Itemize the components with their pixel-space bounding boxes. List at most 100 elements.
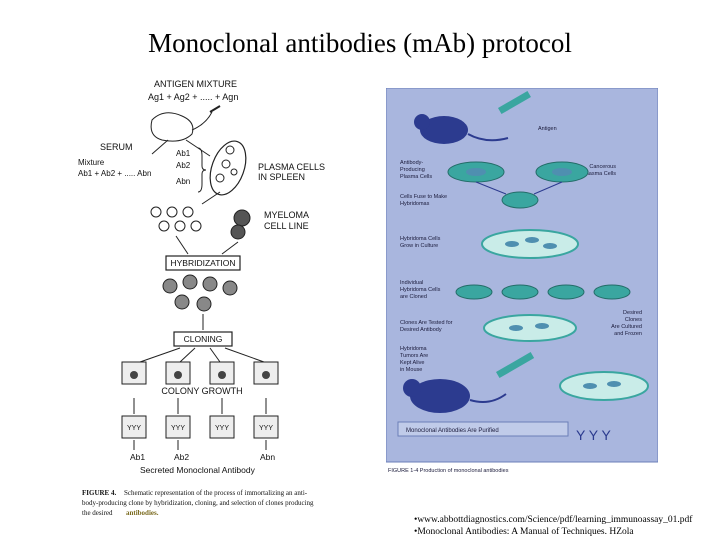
ab2-bottom-label: Ab2 (174, 452, 189, 462)
culture-dish (481, 229, 579, 259)
ab1-bottom-label: Ab1 (130, 452, 145, 462)
hybridoma-cell (525, 237, 539, 243)
hybrid-cell (196, 296, 212, 312)
desired-clones-line-4: and Frozen (614, 331, 642, 337)
hybridization-schematic: ANTIGEN MIXTURE Ag1 + Ag2 + ..... + Agn … (78, 79, 325, 517)
abn-bottom-label: Abn (260, 452, 275, 462)
arrow-to-fusion (533, 181, 563, 195)
tumors-line-1: Hybridoma (400, 346, 428, 352)
arrow-clone-2 (179, 347, 196, 363)
myeloma-cell (230, 224, 246, 240)
reference-1: •www.abbottdiagnostics.com/Science/pdf/l… (414, 515, 693, 525)
hybrid-cell (174, 294, 190, 310)
caption-line-2: body-producing clone by hybridization, c… (82, 499, 314, 507)
hybrid-cell (202, 276, 218, 292)
purified-label: Monoclonal Antibodies Are Purified (406, 428, 499, 434)
cancerous-line-2: Plasma Cells (584, 171, 616, 177)
arrow-myeloma-to-hybrid (221, 241, 239, 255)
frozen-clone (583, 383, 597, 389)
arrow-clone-3 (209, 347, 221, 363)
frozen-clone (607, 381, 621, 387)
spleen (209, 140, 247, 196)
fusion-dish (501, 191, 539, 209)
left-figure: ANTIGEN MIXTURE Ag1 + Ag2 + ..... + Agn … (70, 72, 355, 527)
colony (218, 371, 226, 379)
hybrid-cell (162, 278, 178, 294)
hybridoma-grow-line-2: Grow in Culture (400, 243, 438, 249)
arrow-to-serum (151, 139, 169, 155)
plasma-cell (225, 145, 235, 155)
antibody-terms-label: Ab1 + Ab2 + ..... Abn (78, 169, 151, 178)
arrow-to-fusion (475, 181, 507, 195)
tumors-line-2: Tumors Are (400, 353, 428, 359)
syringe (498, 91, 531, 115)
desired-clones-line-2: Clones (625, 317, 642, 323)
arrow-from-spleen (201, 191, 221, 205)
cloning-box (173, 331, 233, 347)
monoclonal-production-diagram: Antigen Antibody- Producing Plasma Cells… (386, 88, 658, 474)
isolated-cell (190, 220, 202, 232)
arrow-clone-1 (139, 347, 181, 363)
caption-line-3: the desired (82, 509, 113, 517)
colony (174, 371, 182, 379)
hybrid-cell (222, 280, 238, 296)
caption-highlight: antibodies. (126, 509, 159, 517)
ab-item-2: Ab2 (176, 161, 191, 170)
colony (262, 371, 270, 379)
antibody-glyphs: YYY (127, 425, 141, 432)
antibody-glyphs: YYY (259, 425, 273, 432)
isolated-cell (158, 220, 170, 232)
clones-tested-line-1: Clones Are Tested for (400, 320, 453, 326)
isolated-cell (150, 206, 162, 218)
antigen-terms-label: Ag1 + Ag2 + ..... + Agn (148, 92, 238, 102)
clone-dish (501, 284, 539, 300)
individual-line-2: Hybridoma Cells (400, 287, 441, 293)
myeloma-label: MYELOMA (264, 210, 309, 220)
hybridoma-cell (543, 243, 557, 249)
clone-dish (547, 284, 585, 300)
syringe-bottom (496, 352, 535, 379)
tested-clone (509, 325, 523, 331)
brace (197, 147, 207, 193)
page-title: Monoclonal antibodies (mAb) protocol (148, 28, 572, 58)
hybridoma-cell (505, 241, 519, 247)
antibody-producing-line-3: Plasma Cells (400, 174, 432, 180)
antibody-well (121, 415, 147, 439)
isolated-cell (182, 206, 194, 218)
mixture-label: Mixture (78, 158, 105, 167)
cell-line-label: CELL LINE (264, 221, 309, 231)
clone-dish (593, 284, 631, 300)
ab-item-n: Abn (176, 177, 190, 186)
antibody-well (209, 415, 235, 439)
purified-banner (397, 421, 569, 437)
mouse-head (403, 379, 421, 397)
hybridization-label: HYBRIDIZATION (170, 258, 235, 268)
frozen-dish (559, 371, 649, 401)
mouse-bottom (410, 379, 470, 413)
tested-clone (535, 323, 549, 329)
cloning-label: CLONING (184, 334, 223, 344)
myeloma-cell (233, 209, 251, 227)
individual-line-1: Individual (400, 280, 423, 286)
mouse-tail (467, 133, 509, 142)
antibody-glyphs: YYY (171, 425, 185, 432)
mouse-sketch (150, 112, 194, 142)
arrow-cells-to-hybrid (175, 235, 189, 255)
arrow-clone-4 (224, 347, 265, 363)
caption-figure-label: FIGURE 4. (82, 489, 116, 497)
antigen-mixture-label: ANTIGEN MIXTURE (154, 79, 237, 89)
hybridoma-grow-line-1: Hybridoma Cells (400, 236, 441, 242)
individual-line-3: are Cloned (400, 294, 427, 300)
caption-line-1: Schematic representation of the process … (124, 489, 308, 497)
right-figure-caption: FIGURE 1-4 Production of monoclonal anti… (388, 468, 509, 474)
clones-tested-line-2: Desired Antibody (400, 327, 442, 333)
cancerous-line-1: Cancerous (589, 164, 616, 170)
colony-growth-label: COLONY GROWTH (161, 386, 242, 396)
plasma-cell (230, 168, 238, 176)
in-spleen-label: IN SPLEEN (258, 172, 305, 182)
hybridization-box (165, 255, 241, 271)
mouse-top (420, 116, 468, 144)
isolated-cell (166, 206, 178, 218)
antibody-producing-line-2: Producing (400, 167, 425, 173)
plasma-cell (221, 159, 231, 169)
